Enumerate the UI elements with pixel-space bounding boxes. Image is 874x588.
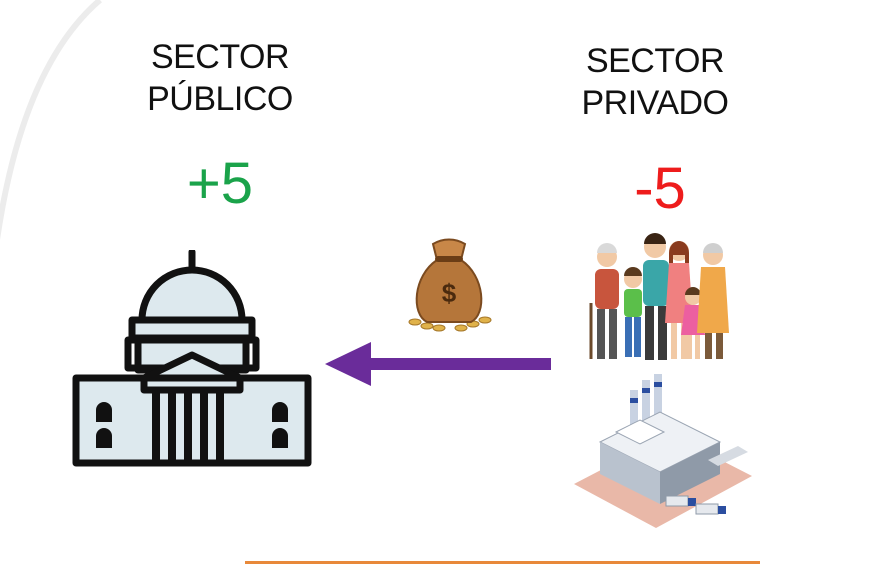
- factory-icon: [574, 374, 752, 528]
- private-sector-title-line2: PRIVADO: [581, 84, 729, 122]
- bottom-divider: [245, 561, 760, 564]
- private-sector-title: SECTOR PRIVADO: [545, 40, 765, 124]
- family-icon: [589, 233, 729, 360]
- money-bag-symbol: $: [442, 278, 457, 308]
- private-sector-title-line1: SECTOR: [585, 42, 725, 80]
- public-sector-title: SECTOR PÚBLICO: [110, 36, 330, 120]
- public-sector-title-line2: PÚBLICO: [147, 80, 293, 118]
- public-sector-delta: +5: [186, 151, 254, 216]
- government-building-icon: [72, 250, 312, 467]
- public-sector-title-line1: SECTOR: [150, 38, 290, 76]
- transfer-arrow: [325, 342, 551, 386]
- private-sector-delta: -5: [634, 156, 686, 221]
- money-bag-icon: $: [408, 238, 492, 332]
